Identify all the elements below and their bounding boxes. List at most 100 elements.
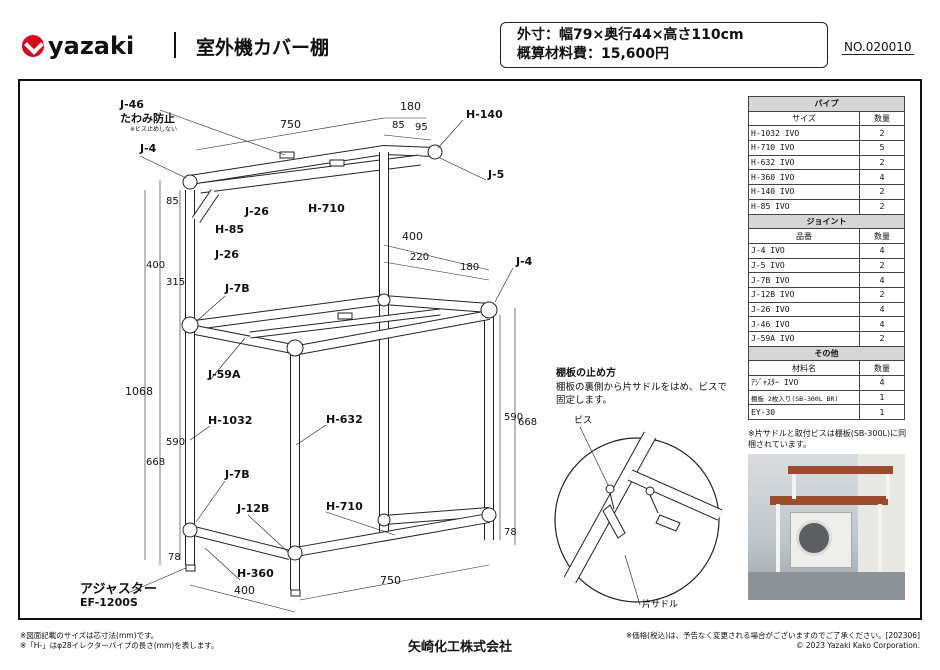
label-h1032: H-1032 <box>208 414 252 427</box>
table-row: 棚板 2枚入り(SB-300L BR)1 <box>748 389 905 406</box>
label-j59a: J-59A <box>207 368 241 381</box>
joint-qty: 2 <box>859 286 905 303</box>
yazaki-logo: yazaki <box>22 32 134 60</box>
dim-750-top: 750 <box>280 118 301 131</box>
other-qty: 1 <box>859 389 905 406</box>
label-j7b-top: J-7B <box>224 282 250 295</box>
drawing-frame <box>18 79 922 620</box>
pipe-qty: 2 <box>859 125 905 142</box>
dim-1068: 1068 <box>125 385 153 398</box>
copyright: © 2023 Yazaki Kako Corporation. <box>796 641 920 650</box>
label-h710-bottom: H-710 <box>326 500 363 513</box>
pipe-name: H-1032 IVO <box>748 125 860 142</box>
leader-lines <box>129 109 514 593</box>
joint-head-qty: 数量 <box>859 228 905 244</box>
dim-668-right: 668 <box>518 417 537 428</box>
joint-name: J-7B IVO <box>748 272 860 288</box>
joint-qty: 4 <box>859 242 905 259</box>
pipe-qty: 2 <box>859 198 905 215</box>
pipe-head-qty: 数量 <box>859 110 905 127</box>
dimension-labels: 750 180 85 95 400 220 180 85 400 315 106… <box>125 100 537 597</box>
title-divider <box>174 32 176 58</box>
dim-400-v: 400 <box>146 260 165 271</box>
pipe-name: H-140 IVO <box>748 184 860 200</box>
pipe-qty: 2 <box>859 154 905 171</box>
label-h85: H-85 <box>215 223 244 236</box>
label-h360: H-360 <box>237 567 274 580</box>
dim-78-left: 78 <box>168 552 181 563</box>
other-head-qty: 数量 <box>859 360 905 377</box>
label-j26-b: J-26 <box>214 248 239 261</box>
other-qty: 4 <box>859 375 905 391</box>
footer-right: ※価格(税込)は、予告なく変更される場合がございますのでご了承ください。[202… <box>626 631 920 651</box>
other-section-title: その他 <box>748 345 905 362</box>
pipe-name: H-85 IVO <box>748 198 860 215</box>
other-name: 棚板 2枚入り(SB-300L BR) <box>748 389 860 406</box>
label-j4-right: J-4 <box>515 255 533 268</box>
saddle-note: ※片サドルと取付ビスは棚板(SB-300L)に同梱されています。 <box>748 429 907 449</box>
dim-400-bottom: 400 <box>234 584 255 597</box>
pipe-name: H-360 IVO <box>748 169 860 186</box>
assembly-diagram: 750 180 85 95 400 220 180 85 400 315 106… <box>80 98 537 613</box>
product-photo <box>748 454 905 600</box>
pipe-section-title: パイプ <box>748 96 905 112</box>
label-j46-small: ※ビス止めしない <box>130 125 177 133</box>
joint-name: J-5 IVO <box>748 257 860 274</box>
footer-note-2: ※「H-」はφ28イレクターパイプの長さ(mm)を表します。 <box>20 641 219 650</box>
joint-name: J-12B IVO <box>748 286 860 303</box>
company-name: 矢崎化工株式会社 <box>408 640 513 655</box>
dim-590-right: 590 <box>504 412 523 423</box>
joint-name: J-26 IVO <box>748 301 860 318</box>
how-to-title: 棚板の止め方 <box>556 368 616 379</box>
label-h632: H-632 <box>326 413 363 426</box>
joint-qty: 4 <box>859 316 905 332</box>
dim-85: 85 <box>392 120 405 131</box>
label-j26-a: J-26 <box>244 205 269 218</box>
footer-note-1: ※図面記載のサイズは芯寸法(mm)です。 <box>20 631 159 640</box>
dim-315: 315 <box>166 277 185 288</box>
dim-400-mid: 400 <box>402 230 423 243</box>
dim-750-bottom: 750 <box>380 574 401 587</box>
label-saddle: 片サドル <box>642 598 678 610</box>
dim-85-v: 85 <box>166 196 179 207</box>
other-qty: 1 <box>859 404 905 421</box>
label-j12b: J-12B <box>236 502 269 515</box>
price-note: ※価格(税込)は、予告なく変更される場合がございますのでご了承ください。[202… <box>625 631 920 640</box>
joint-section-title: ジョイント <box>748 213 905 230</box>
dim-95: 95 <box>415 122 428 133</box>
joint-head-part: 品番 <box>748 228 860 244</box>
dim-220: 220 <box>410 252 429 263</box>
joint-name: J-59A IVO <box>748 331 860 347</box>
joint-qty: 2 <box>859 257 905 274</box>
part-labels: J-46 たわみ防止 ※ビス止めしない J-4 J-26 H-85 J-26 H… <box>80 98 533 609</box>
logo-mark-icon <box>22 35 44 57</box>
doc-number: NO.020010 <box>842 40 914 55</box>
dim-590-left: 590 <box>166 437 185 448</box>
dim-180-top: 180 <box>400 100 421 113</box>
dimension-lines <box>144 117 516 613</box>
dim-78-right: 78 <box>504 527 517 538</box>
other-name: ｱｼﾞｬｽﾀｰ IVO <box>748 375 860 391</box>
joint-name: J-46 IVO <box>748 316 860 332</box>
saddle-detail: ビス 片サドル <box>554 415 723 610</box>
label-ef1200s: EF-1200S <box>80 596 138 609</box>
page-title: 室外機カバー棚 <box>196 37 330 59</box>
pipe-qty: 4 <box>859 169 905 186</box>
footer-notes: ※図面記載のサイズは芯寸法(mm)です。 ※「H-」はφ28イレクターパイプの長… <box>20 631 218 651</box>
pipe-qty: 5 <box>859 140 905 156</box>
joint-qty: 2 <box>859 331 905 347</box>
label-screw: ビス <box>574 415 592 426</box>
